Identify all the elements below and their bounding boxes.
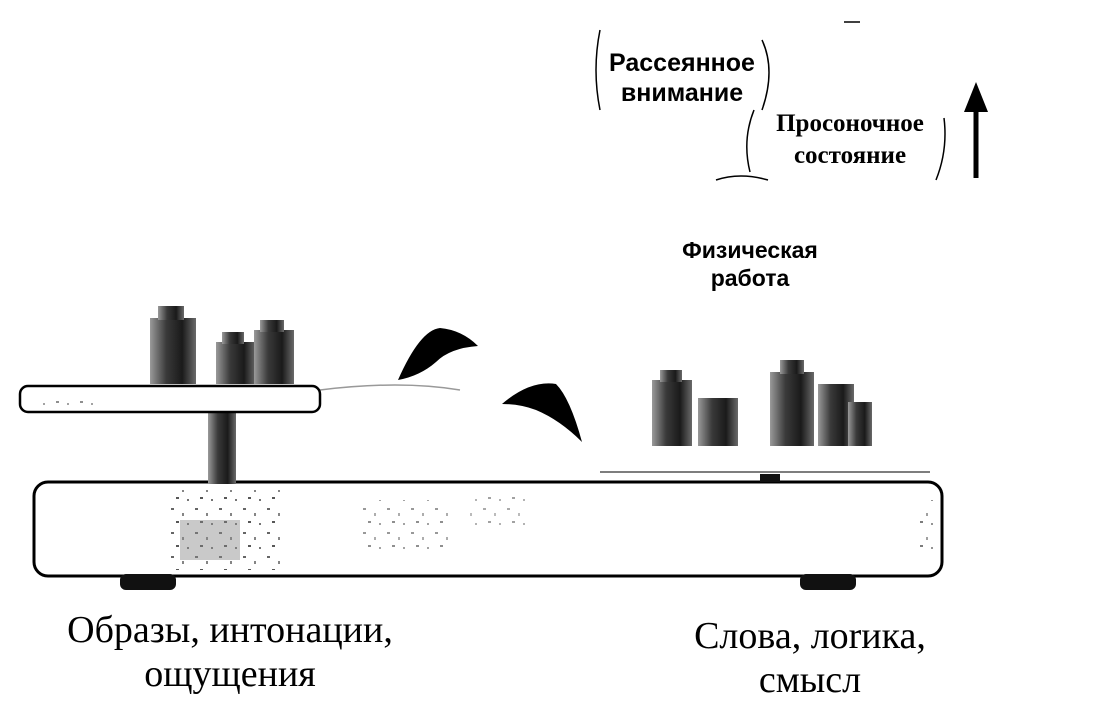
state-arcs [595,21,946,181]
weight-stack-icon [652,360,872,446]
drowsy-state-label: Просоночное состояние [750,108,950,172]
right-side-line-1: Слова, лоrика, [694,615,926,657]
left-side-line-2: ощущения [144,653,316,695]
physical-work-line-2: работа [710,265,790,291]
physical-work-line-1: Физическая [682,237,818,263]
left-pan [18,384,461,414]
left-side-label: Образы, интонации, ощущения [20,608,440,696]
right-side-label: Слова, лоrика, смысл [650,614,970,702]
weight-stack-icon [150,306,294,384]
bird-silhouette-icon [502,383,582,442]
scattered-attention-label: Рассеянное внимание [592,48,772,108]
up-arrow-icon [964,82,988,178]
left-side-line-1: Образы, интонации, [67,609,393,651]
drowsy-state-line-2: состояние [793,142,907,169]
right-side-line-2: смысл [758,659,862,701]
left-pan-post [208,408,236,484]
scale-base [32,480,944,578]
right-pan [600,471,930,482]
scattered-attention-line-1: Рассеянное [609,49,755,77]
scale-feet [120,574,856,590]
bird-silhouette-icon [398,328,478,380]
physical-work-label: Физическая работа [650,236,850,292]
scattered-attention-line-2: внимание [620,79,744,107]
drowsy-state-line-1: Просоночное [776,110,924,137]
